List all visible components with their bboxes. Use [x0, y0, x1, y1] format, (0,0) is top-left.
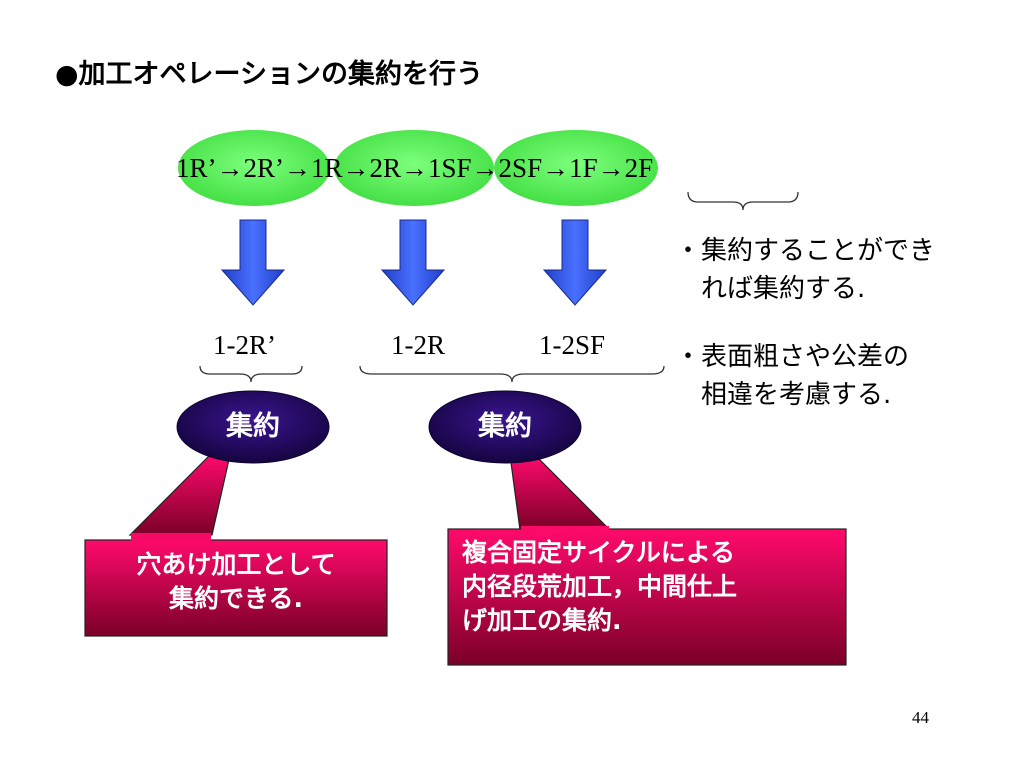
callout-right-line-1: 複合固定サイクルによる: [462, 538, 736, 567]
callout-pointer-right: [509, 454, 612, 531]
consolidate-oval-right: [428, 390, 582, 464]
down-arrow-icon-1: [220, 219, 286, 306]
brace-1F-2F: [687, 191, 799, 211]
consolidate-oval-left: [176, 390, 330, 464]
brace-group-1: [199, 365, 303, 383]
consolidate-oval-right-label-wrap: 集約: [429, 391, 581, 463]
note-line-1: ・集約することができ: [675, 236, 936, 266]
group-label-1-2SF: 1-2SF: [539, 330, 606, 360]
group-label-1-2R-prime: 1-2R’: [213, 330, 276, 360]
callout-right-line-3: げ加工の集約.: [462, 606, 622, 635]
highlight-ellipse-2: [334, 130, 494, 206]
callout-box-left: [84, 539, 388, 637]
slide-title: ●加工オペレーションの集約を行う: [55, 59, 484, 90]
callout-right-line-2: 内径段荒加工，中間仕上: [462, 572, 738, 601]
callout-left-text: 穴あけ加工として 集約できる.: [85, 548, 387, 616]
brace-group-2: [359, 365, 665, 383]
callout-pointer-left: [128, 454, 231, 536]
callout-left-line-1: 穴あけ加工として: [136, 550, 336, 579]
callout-box-right: [447, 528, 847, 666]
consolidate-oval-left-label-wrap: 集約: [177, 391, 329, 463]
note-line-4: 相違を考慮する.: [675, 380, 892, 410]
down-arrow-icon-2: [380, 219, 446, 306]
consolidate-label-left: 集約: [226, 411, 280, 442]
callout-left-line-2: 集約できる.: [169, 584, 303, 613]
highlight-ellipse-3: [494, 130, 658, 206]
consolidate-label-right: 集約: [478, 411, 532, 442]
down-arrow-icon-3: [542, 219, 608, 306]
group-label-1-2R: 1-2R: [391, 330, 445, 360]
highlight-ellipse-1: [178, 130, 330, 206]
page-number: 44: [912, 708, 929, 727]
note-line-2: れば集約する.: [675, 274, 866, 304]
note-line-3: ・表面粗さや公差の: [675, 342, 910, 372]
process-sequence: 1R’→2R’→1R→2R→1SF→2SF→1F→2F: [176, 153, 654, 183]
callout-right-text: 複合固定サイクルによる 内径段荒加工，中間仕上 げ加工の集約.: [462, 536, 737, 638]
